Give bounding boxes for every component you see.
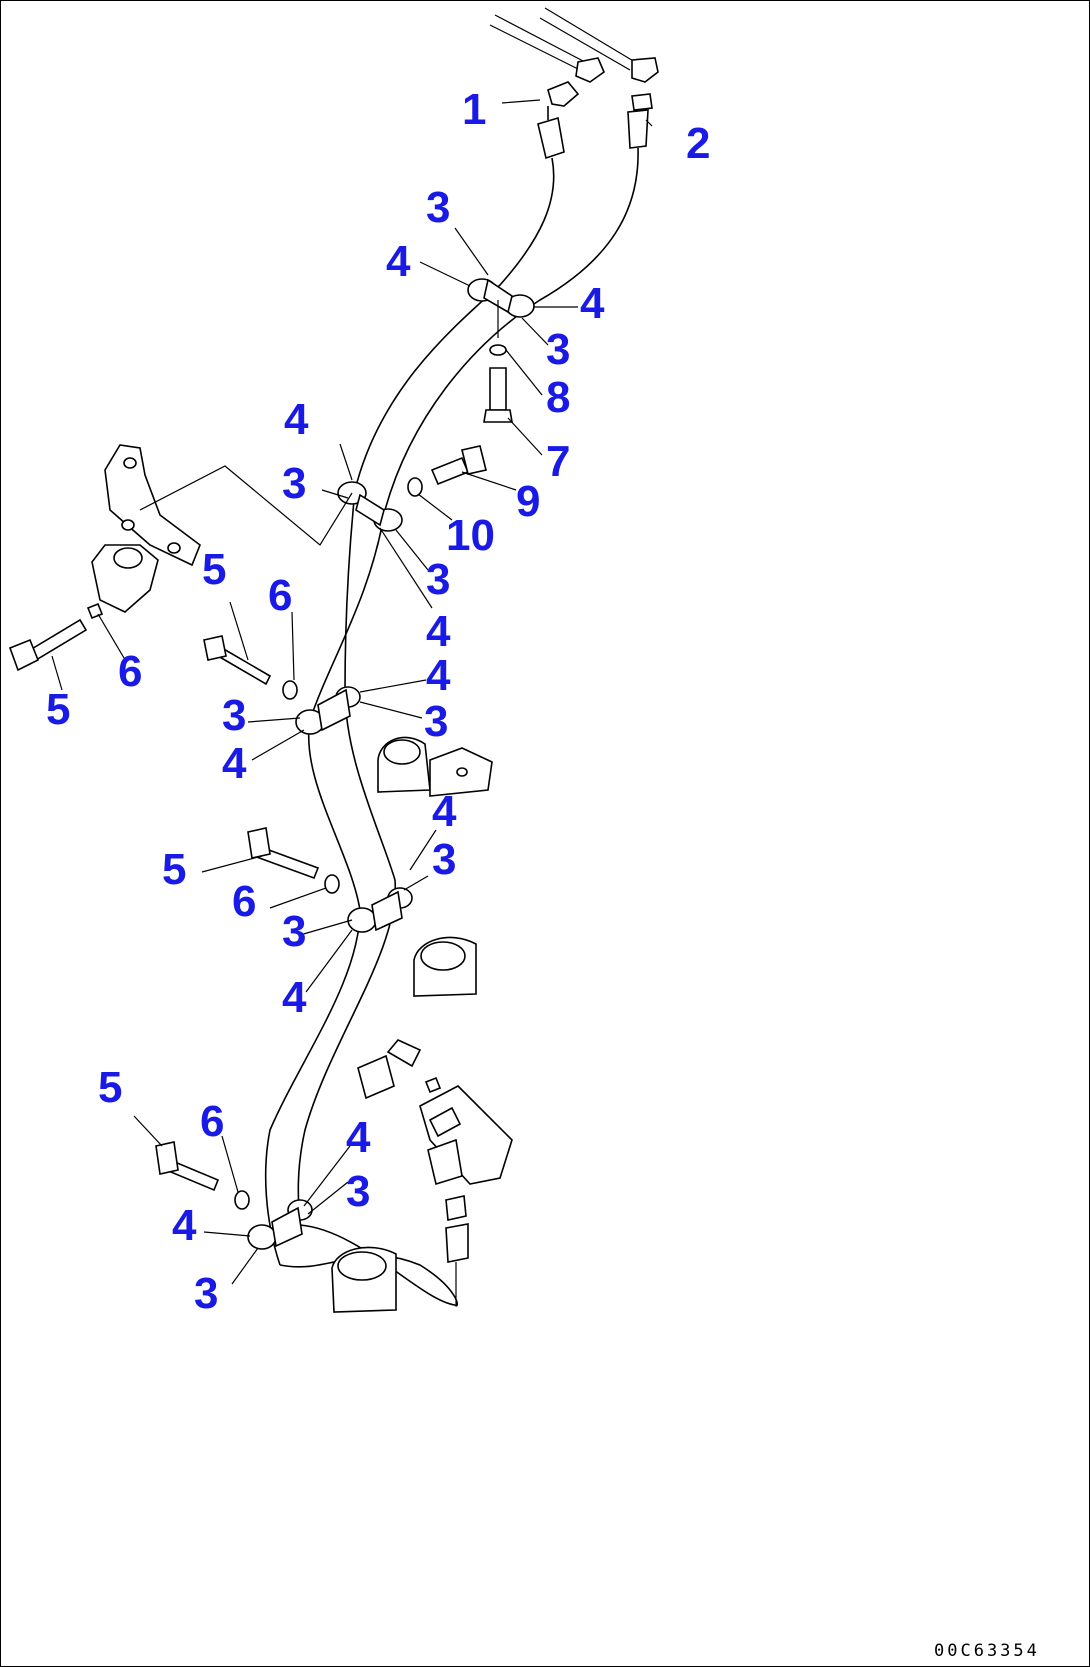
washer-10	[407, 477, 423, 497]
mount-hole-2	[121, 519, 135, 531]
clamp-plate-mid1	[317, 688, 351, 732]
bolt-5-head-d	[155, 1141, 179, 1175]
callout-4: 4	[426, 607, 451, 656]
clamp-assembly-upper	[337, 445, 487, 532]
bolt-5-head-a	[8, 638, 40, 672]
callout-9: 9	[516, 477, 540, 526]
cushion-bottom-left	[247, 1224, 277, 1250]
callout-3: 3	[432, 835, 456, 884]
callout-7: 7	[546, 437, 570, 486]
callout-3: 3	[426, 555, 450, 604]
valve-port-top	[428, 1106, 462, 1138]
hose-2	[384, 93, 653, 511]
bolt-group-a	[8, 602, 104, 672]
valve-port-bottom	[427, 1138, 463, 1186]
callout-5: 5	[202, 545, 226, 594]
pipe-nut-right	[631, 57, 659, 83]
valve-hose-sleeve	[445, 1223, 469, 1263]
clamp-block-mid1-bore	[383, 739, 421, 765]
callout-4: 4	[222, 739, 247, 788]
callout-8: 8	[546, 373, 570, 422]
callout-10: 10	[446, 511, 495, 560]
mount-hole-3	[167, 542, 181, 554]
bolt-group-c	[247, 827, 340, 894]
bolt-9-head	[461, 445, 487, 475]
callout-4: 4	[386, 237, 411, 286]
callout-3: 3	[346, 1167, 370, 1216]
clamp-assembly-mid-1	[295, 686, 493, 797]
bolt-7-head	[483, 409, 513, 423]
hose-2-sleeve	[627, 109, 649, 149]
leader-lines	[51, 99, 653, 1285]
bolt-5-head-c	[247, 827, 271, 859]
clamp-plate-bottom	[271, 1206, 303, 1248]
callout-6: 6	[200, 1097, 224, 1146]
washer-6-b	[282, 680, 298, 700]
bolt-9-shank	[430, 456, 470, 486]
mount-hole-1	[123, 457, 137, 469]
callout-3: 3	[282, 459, 306, 508]
small-fitting	[424, 1076, 442, 1094]
clamp-block-bottom-bore	[337, 1251, 387, 1281]
callout-4: 4	[282, 973, 307, 1022]
clamp-plate-mid2	[371, 890, 403, 932]
hose-1-sleeve	[537, 116, 565, 160]
valve-fitting-lower	[445, 1195, 467, 1221]
hose-sleeve-bottom	[357, 1054, 395, 1100]
bracket-upper-left	[91, 444, 353, 613]
callout-4: 4	[284, 395, 309, 444]
callout-4: 4	[432, 787, 457, 836]
clamp-plate-upper	[355, 493, 385, 527]
bolt-group-d	[155, 1141, 250, 1210]
callout-3: 3	[282, 907, 306, 956]
callout-3: 3	[194, 1269, 218, 1318]
washer-6-a	[86, 602, 104, 620]
hose-1-elbow-fitting	[547, 81, 580, 107]
valve-assembly	[357, 1039, 513, 1305]
elbow-fitting-bottom	[386, 1039, 422, 1068]
bolt-5-shank-a	[28, 618, 88, 662]
callout-5: 5	[98, 1063, 122, 1112]
callout-6: 6	[118, 647, 142, 696]
valve-body	[419, 1085, 513, 1185]
clamp-assembly-mid-2	[347, 887, 477, 997]
washer-6-d	[234, 1190, 250, 1210]
callout-4: 4	[580, 279, 605, 328]
callout-3: 3	[426, 183, 450, 232]
bracket-tab-hole	[456, 767, 468, 777]
top-pipes	[489, 7, 659, 83]
bolt-5-head-b	[203, 635, 227, 661]
callout-4: 4	[426, 651, 451, 700]
washer-6-c	[324, 874, 340, 894]
bolt-7-shank	[489, 367, 507, 411]
pipe-nut-left	[575, 57, 605, 83]
hose-1	[354, 81, 580, 491]
cushion-mid2-left	[347, 907, 377, 933]
callout-6: 6	[232, 877, 256, 926]
callout-labels: 1 2 3 4 4 3 8 7 4 3 9 10 3 4 5 6 5 6 4 3…	[46, 85, 710, 1318]
callout-5: 5	[162, 845, 186, 894]
callout-4: 4	[172, 1201, 197, 1250]
hose-2-fitting	[631, 93, 653, 111]
washer-8	[489, 344, 507, 356]
clamp-block-bore	[113, 547, 143, 569]
drawing-code: 00C63354	[934, 1641, 1040, 1661]
clamp-block-mid2-bore	[420, 941, 466, 971]
callout-3: 3	[222, 691, 246, 740]
callout-5: 5	[46, 685, 70, 734]
callout-4: 4	[346, 1113, 371, 1162]
callout-3: 3	[424, 697, 448, 746]
clamp-assembly-bottom	[247, 1199, 397, 1313]
bolt-group-b	[203, 635, 298, 700]
clamp-plate-top	[483, 278, 513, 314]
callout-3: 3	[546, 325, 570, 374]
callout-6: 6	[268, 571, 292, 620]
callout-1: 1	[462, 85, 486, 134]
callout-2: 2	[686, 119, 710, 168]
